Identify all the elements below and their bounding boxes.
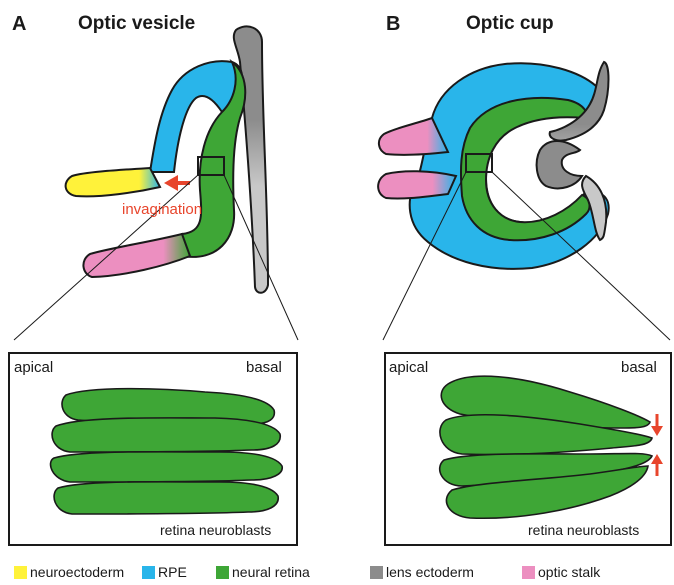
panel-title-a: Optic vesicle [78,13,195,35]
legend-item-neuroectoderm: neuroectoderm [14,563,124,581]
invagination-label: invagination [122,201,202,218]
optic-cup-drawing [378,62,670,340]
legend-item-rpe: RPE [142,563,187,581]
legend-swatch [142,566,155,579]
eye-development-diagram [0,0,674,560]
basal-label-a: basal [246,359,282,376]
neural-retina-b [461,98,590,240]
apical-label-a: apical [14,359,53,376]
legend-swatch [370,566,383,579]
legend-label: lens ectoderm [386,564,474,580]
optic-stalk-a [83,234,190,277]
legend-label: neuroectoderm [30,564,124,580]
neuroectoderm-a [66,168,160,196]
panel-letter-b: B [386,13,400,36]
panel-letter-a: A [12,13,26,36]
legend-swatch [14,566,27,579]
panel-title-b: Optic cup [466,13,554,35]
legend-item-optic-stalk: optic stalk [522,563,600,581]
optic-vesicle-drawing [14,26,298,340]
legend-item-neural-retina: neural retina [216,563,310,581]
legend-label: neural retina [232,564,310,580]
apical-label-b: apical [389,359,428,376]
legend-item-lens-ectoderm: lens ectoderm [370,563,474,581]
legend-label: optic stalk [538,564,600,580]
neuroblasts-label-a: retina neuroblasts [160,522,271,538]
invagination-arrow [164,175,190,191]
lens-b [537,141,582,188]
optic-stalk-b-lower [378,171,456,198]
legend-swatch [522,566,535,579]
basal-label-b: basal [621,359,657,376]
legend-label: RPE [158,564,187,580]
legend-swatch [216,566,229,579]
neuroblasts-label-b: retina neuroblasts [528,522,639,538]
